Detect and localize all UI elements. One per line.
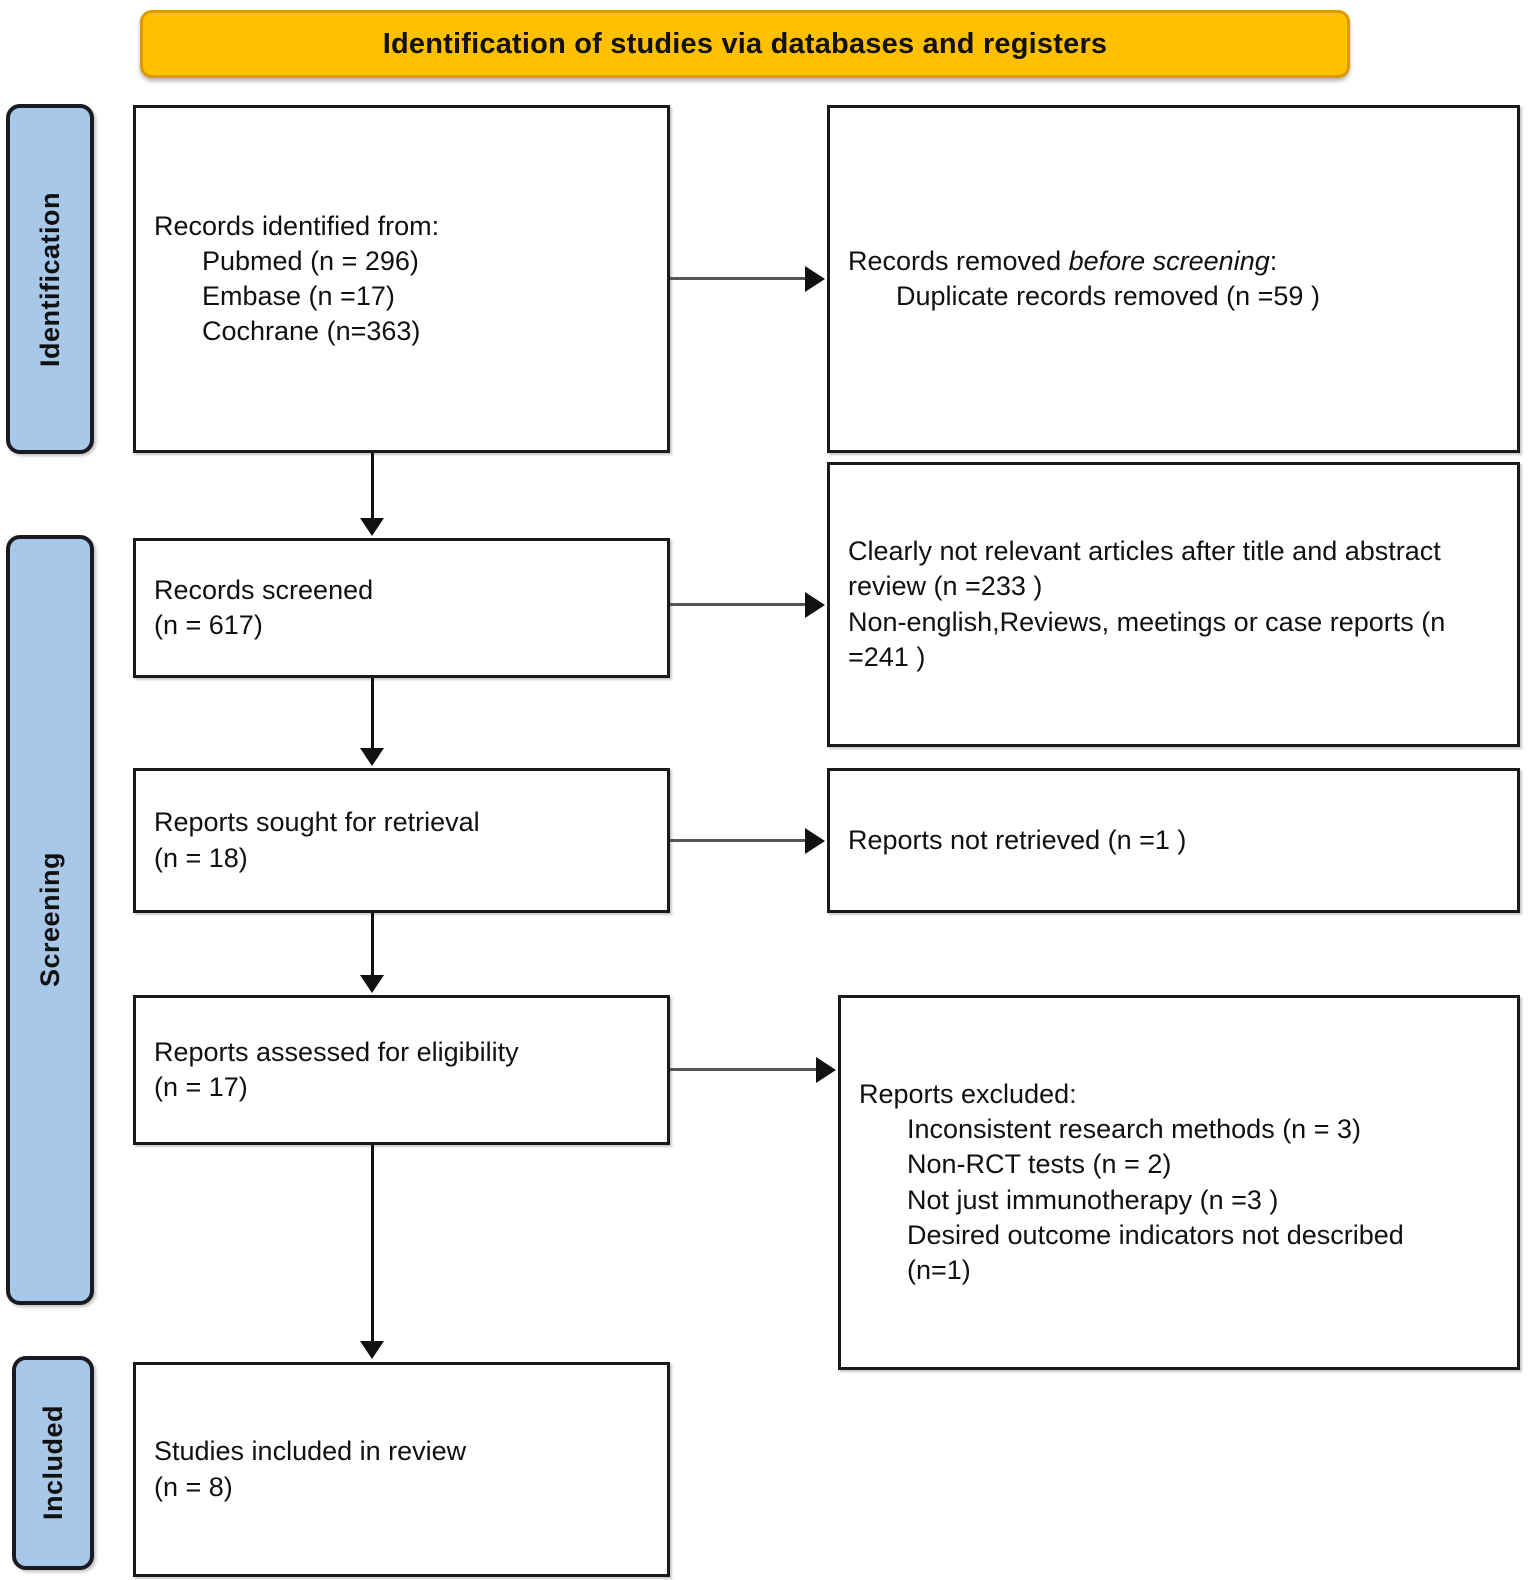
box-records-removed-body: Records removed before screening: Duplic… (830, 244, 1517, 314)
records-identified-item-cochrane: Cochrane (n=363) (202, 316, 421, 347)
arrowhead-sought-to-not-retrieved (805, 828, 825, 854)
reports-excluded-reason-3: Not just immunotherapy (n =3 ) (907, 1184, 1279, 1215)
connector-identified-to-removed (670, 277, 807, 280)
phase-bar-included: Included (12, 1356, 94, 1570)
reports-sought-count: (n = 18) (154, 842, 248, 873)
screening-exclusion-reason-2: Non-english,Reviews, meetings or case re… (848, 606, 1446, 672)
diagram-header-banner: Identification of studies via databases … (140, 10, 1350, 78)
arrowhead-identified-to-removed (805, 266, 825, 292)
box-records-identified-body: Records identified from: Pubmed (n = 296… (136, 209, 667, 349)
box-reports-not-retrieved-body: Reports not retrieved (n =1 ) (830, 823, 1517, 858)
connector-identified-to-screened (371, 453, 374, 520)
arrowhead-eligibility-to-included (360, 1341, 384, 1359)
reports-eligibility-label: Reports assessed for eligibility (154, 1036, 519, 1067)
connector-eligibility-to-included (371, 1145, 374, 1343)
box-reports-sought: Reports sought for retrieval (n = 18) (133, 768, 670, 913)
phase-label-included: Included (37, 1405, 68, 1521)
box-records-identified: Records identified from: Pubmed (n = 296… (133, 105, 670, 453)
phase-label-screening: Screening (34, 852, 65, 988)
reports-not-retrieved-label: Reports not retrieved (n =1 ) (848, 824, 1187, 855)
box-records-screened-body: Records screened (n = 617) (136, 573, 667, 643)
arrowhead-screened-to-excluded (805, 592, 825, 618)
reports-sought-label: Reports sought for retrieval (154, 807, 480, 838)
box-records-excluded-screening-body: Clearly not relevant articles after titl… (830, 534, 1517, 674)
phase-bar-screening: Screening (6, 535, 94, 1305)
box-reports-not-retrieved: Reports not retrieved (n =1 ) (827, 768, 1520, 913)
reports-excluded-heading: Reports excluded: (859, 1079, 1077, 1110)
records-identified-item-pubmed: Pubmed (n = 296) (202, 245, 419, 276)
diagram-title: Identification of studies via databases … (382, 27, 1108, 60)
records-removed-heading: Records removed before screening: (848, 244, 1499, 279)
reports-excluded-reason-4: Desired outcome indicators not described… (907, 1219, 1404, 1285)
records-removed-heading-prefix: Records removed (848, 245, 1069, 276)
arrowhead-sought-to-eligibility (360, 975, 384, 993)
screening-exclusion-reason-1: Clearly not relevant articles after titl… (848, 536, 1441, 602)
reports-excluded-reason-1: Inconsistent research methods (n = 3) (907, 1114, 1361, 1145)
records-screened-label: Records screened (154, 574, 374, 605)
box-reports-sought-body: Reports sought for retrieval (n = 18) (136, 805, 667, 875)
box-studies-included-body: Studies included in review (n = 8) (136, 1434, 667, 1504)
reports-eligibility-count: (n = 17) (154, 1072, 248, 1102)
arrowhead-screened-to-sought (360, 748, 384, 766)
records-screened-count: (n = 617) (154, 610, 263, 640)
connector-sought-to-not-retrieved (670, 839, 807, 842)
studies-included-label: Studies included in review (154, 1436, 467, 1467)
arrowhead-eligibility-to-excluded (816, 1057, 836, 1083)
connector-screened-to-excluded (670, 603, 807, 606)
records-removed-heading-suffix: : (1269, 245, 1278, 276)
box-studies-included: Studies included in review (n = 8) (133, 1362, 670, 1577)
box-records-excluded-screening: Clearly not relevant articles after titl… (827, 462, 1520, 747)
phase-bar-identification: Identification (6, 104, 94, 454)
records-removed-item-duplicates: Duplicate records removed (n =59 ) (896, 281, 1320, 311)
studies-included-count: (n = 8) (154, 1471, 233, 1502)
reports-excluded-reason-2: Non-RCT tests (n = 2) (907, 1149, 1172, 1180)
box-reports-excluded: Reports excluded: Inconsistent research … (838, 995, 1520, 1370)
box-reports-excluded-body: Reports excluded: Inconsistent research … (841, 1077, 1517, 1288)
box-reports-assessed-eligibility: Reports assessed for eligibility (n = 17… (133, 995, 670, 1145)
records-removed-heading-italic: before screening (1068, 245, 1270, 276)
box-records-screened: Records screened (n = 617) (133, 538, 670, 678)
box-reports-assessed-eligibility-body: Reports assessed for eligibility (n = 17… (136, 1035, 667, 1105)
connector-eligibility-to-excluded (670, 1068, 818, 1071)
connector-screened-to-sought (371, 678, 374, 750)
connector-sought-to-eligibility (371, 913, 374, 977)
records-identified-heading: Records identified from: (154, 210, 440, 241)
arrowhead-identified-to-screened (360, 518, 384, 536)
box-records-removed: Records removed before screening: Duplic… (827, 105, 1520, 453)
records-identified-item-embase: Embase (n =17) (202, 281, 395, 311)
phase-label-identification: Identification (34, 191, 65, 367)
